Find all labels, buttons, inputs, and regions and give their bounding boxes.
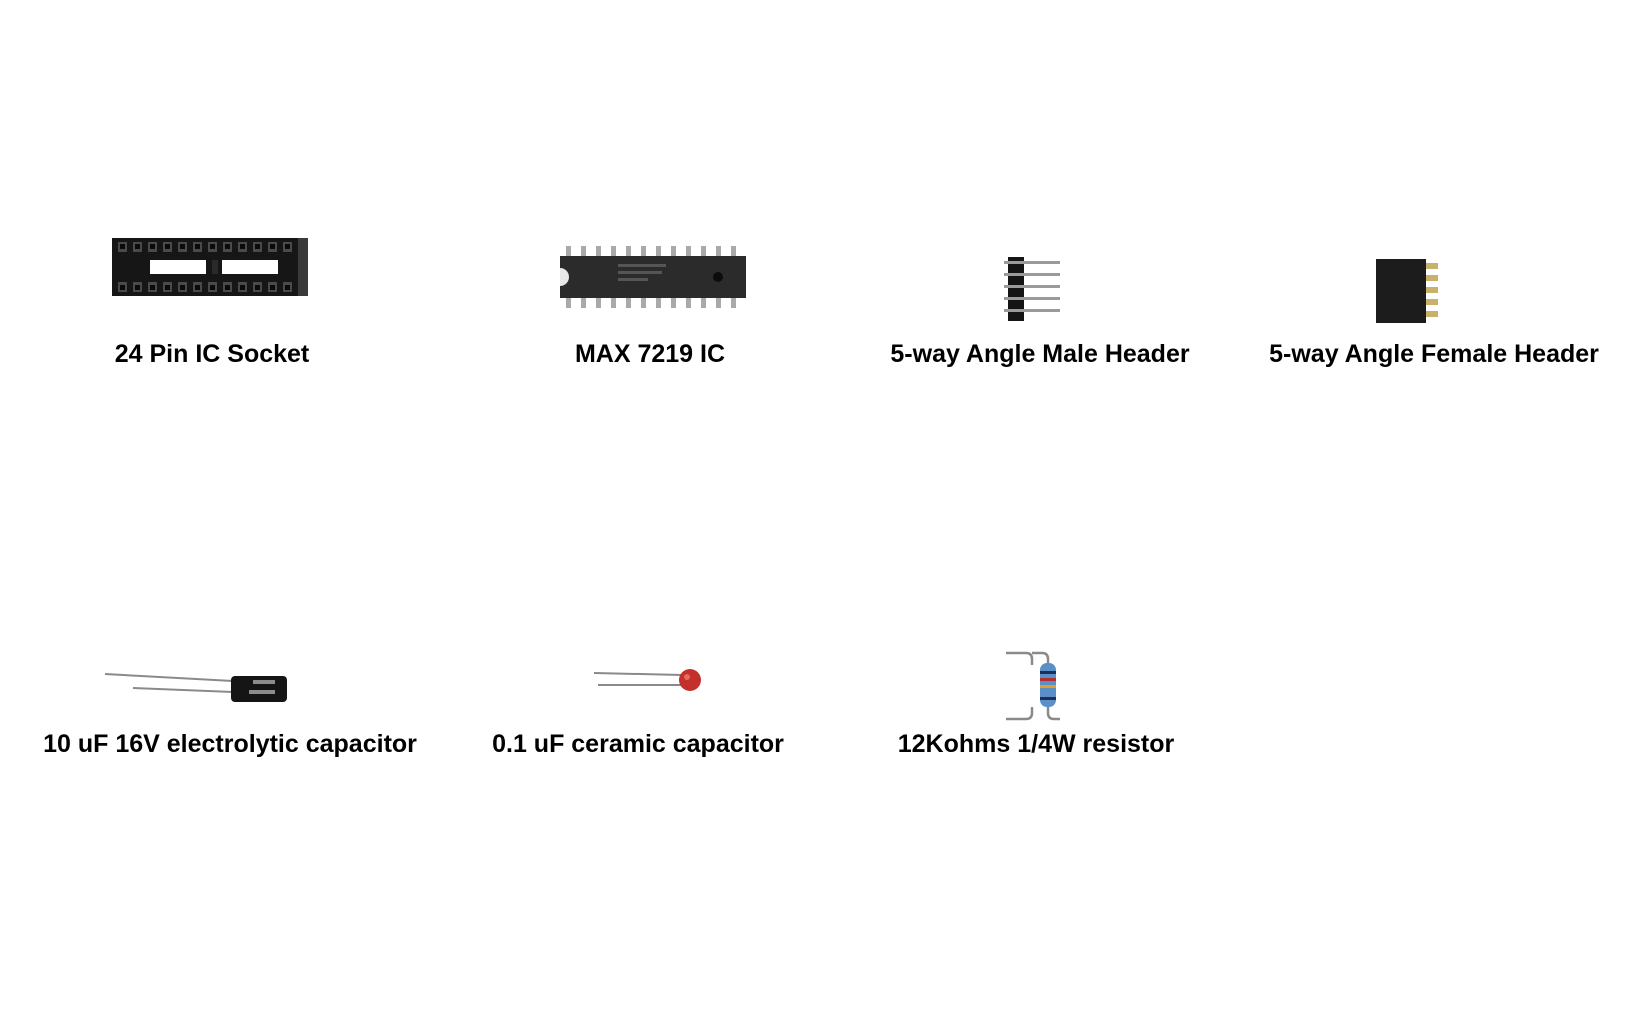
component-label: 5-way Angle Female Header xyxy=(1269,340,1599,368)
component-label: MAX 7219 IC xyxy=(574,340,726,368)
dip-ic-icon xyxy=(560,246,746,308)
component-label: 12Kohms 1/4W resistor xyxy=(897,730,1175,758)
ceramic-capacitor-icon xyxy=(593,669,701,691)
component-label: 24 Pin IC Socket xyxy=(114,340,310,368)
female-header-icon xyxy=(1376,259,1438,323)
ic-socket-icon xyxy=(112,238,308,296)
component-label: 0.1 uF ceramic capacitor xyxy=(492,730,784,758)
electrolytic-capacitor-icon xyxy=(104,673,287,702)
resistor-icon xyxy=(1006,651,1060,721)
male-header-icon xyxy=(1004,257,1060,321)
component-label: 5-way Angle Male Header xyxy=(890,340,1190,368)
component-label: 10 uF 16V electrolytic capacitor xyxy=(43,730,417,758)
